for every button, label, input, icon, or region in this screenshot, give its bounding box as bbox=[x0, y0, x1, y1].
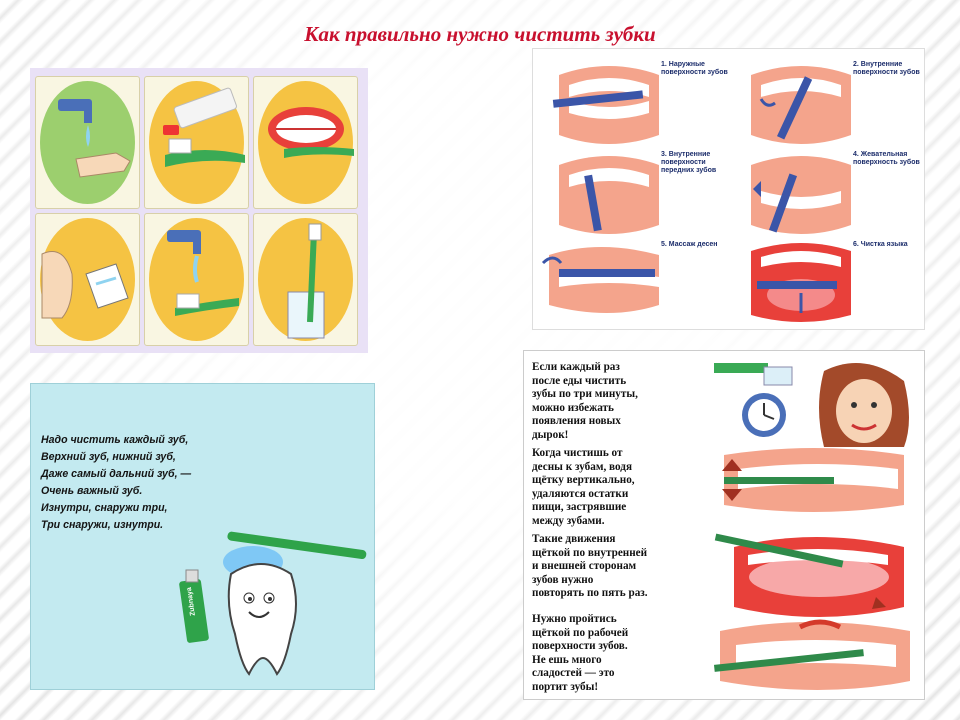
tip-line: Когда чистишь от bbox=[532, 447, 623, 459]
step-wash-hands bbox=[35, 76, 140, 209]
tip-line: поверхности зубов. bbox=[532, 640, 628, 652]
tip-line: появления новых bbox=[532, 415, 621, 427]
poem-text: Надо чистить каждый зуб, Верхний зуб, ни… bbox=[41, 432, 191, 534]
tip-line: повторять по пять раз. bbox=[532, 587, 648, 599]
page-title: Как правильно нужно чистить зубки bbox=[304, 22, 656, 46]
tip-block: Когда чистишь от десны к зубам, водя щёт… bbox=[532, 447, 722, 528]
poem-line: Верхний зуб, нижний зуб, bbox=[41, 451, 176, 463]
step-toothpaste bbox=[144, 76, 249, 209]
step-brush-in-cup bbox=[253, 213, 358, 346]
tip-line: зубов нужно bbox=[532, 573, 594, 586]
tip-line: между зубами. bbox=[532, 514, 605, 527]
tip-line: Не ешь много bbox=[532, 653, 602, 666]
tip-block: Такие движения щёткой по внутренней и вн… bbox=[532, 533, 722, 601]
tip-line: после еды чистить bbox=[532, 374, 627, 387]
technique-step-label: 6. Чистка языка bbox=[853, 241, 908, 248]
technique-step: 6. Чистка языка bbox=[731, 235, 921, 325]
step-rinse-mouth bbox=[35, 213, 140, 346]
tip-line: десны к зубам, водя bbox=[532, 460, 633, 473]
tip-line: и внешней сторонам bbox=[532, 560, 637, 572]
step-rinse-brush bbox=[144, 213, 249, 346]
poem-line: Три снаружи, изнутри. bbox=[41, 519, 164, 531]
technique-step: 5. Массаж десен bbox=[539, 235, 729, 325]
technique-step: 1. Наружные поверхности зубов bbox=[539, 55, 729, 145]
tip-line: зубы по три минуты, bbox=[532, 388, 638, 400]
tip-line: Нужно пройтись bbox=[532, 613, 617, 625]
poem-line: Даже самый дальний зуб, — bbox=[41, 468, 192, 480]
technique-step-label: 3. Внутренние поверхности передних зубов bbox=[661, 151, 717, 174]
technique-panel: 1. Наружные поверхности зубов 2. Внутрен… bbox=[532, 48, 925, 330]
poem-line: Изнутри, снаружи три, bbox=[41, 502, 168, 514]
tip-line: щёткой по внутренней bbox=[532, 546, 648, 559]
technique-step-label: 5. Массаж десен bbox=[661, 241, 718, 248]
tip-line: щёткой по рабочей bbox=[532, 626, 629, 639]
tip-line: портит зубы! bbox=[532, 680, 599, 693]
tip-line: щётку вертикально, bbox=[532, 474, 635, 486]
tips-panel: Если каждый раз после еды чистить зубы п… bbox=[523, 350, 925, 700]
illustrations-panel bbox=[30, 68, 368, 353]
technique-step: 2. Внутренние поверхности зубов bbox=[731, 55, 921, 145]
tip-block: Если каждый раз после еды чистить зубы п… bbox=[532, 361, 722, 442]
poem-line: Надо чистить каждый зуб, bbox=[41, 434, 189, 446]
tip-line: можно избежать bbox=[532, 401, 614, 414]
tip-line: сладостей — это bbox=[532, 667, 615, 679]
tip-line: Если каждый раз bbox=[532, 361, 620, 373]
tip-line: удаляются остатки bbox=[532, 487, 629, 500]
tip-line: Такие движения bbox=[532, 533, 616, 545]
step-brush-mouth bbox=[253, 76, 358, 209]
technique-step-label: 1. Наружные поверхности зубов bbox=[661, 61, 728, 76]
cartoon-tooth-illustration bbox=[179, 531, 367, 676]
tip-line: дырок! bbox=[532, 428, 569, 441]
tip-line: пищи, застрявшие bbox=[532, 501, 627, 513]
tips-illustrations bbox=[713, 363, 910, 690]
technique-step: 3. Внутренние поверхности передних зубов bbox=[539, 145, 729, 235]
technique-step-label: 4. Жевательная поверхность зубов bbox=[853, 151, 920, 166]
poem-panel: Надо чистить каждый зуб, Верхний зуб, ни… bbox=[30, 383, 375, 690]
technique-step: 4. Жевательная поверхность зубов bbox=[731, 145, 921, 235]
tip-block: Нужно пройтись щёткой по рабочей поверхн… bbox=[532, 613, 722, 694]
technique-step-label: 2. Внутренние поверхности зубов bbox=[853, 61, 920, 76]
poem-line: Очень важный зуб. bbox=[41, 485, 143, 497]
